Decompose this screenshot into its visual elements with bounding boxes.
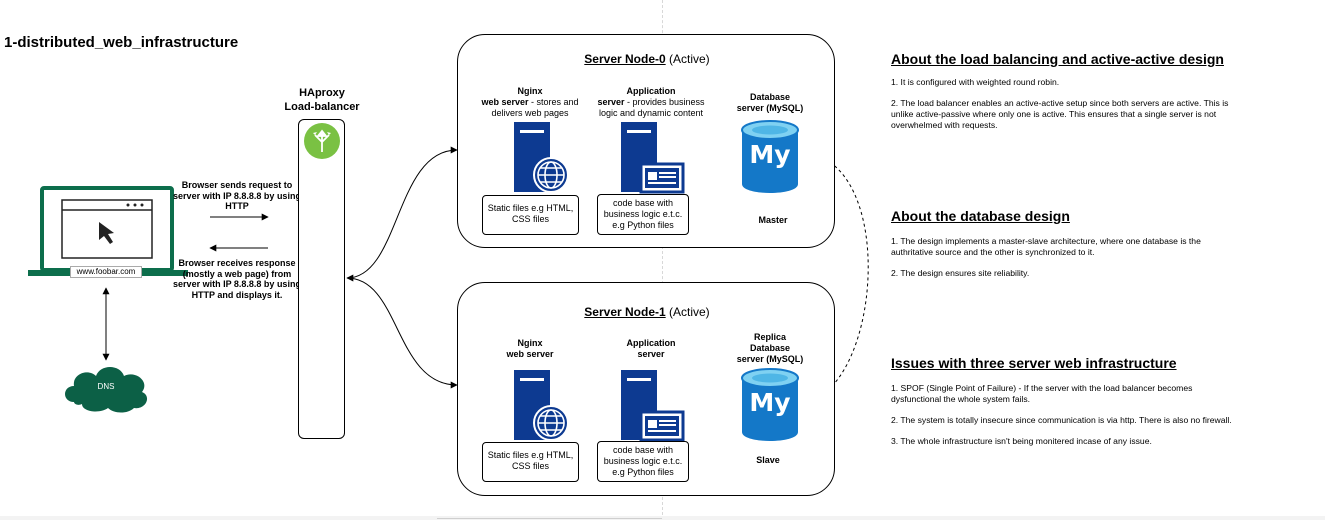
node-0-static-note: Static files e.g HTML, CSS files [482,195,579,235]
lb-to-node1 [346,277,458,389]
response-message: Browser receives response (mostly a web … [173,258,301,300]
node-1-db-engine: server (MySQL) [736,354,804,364]
node-0-mysql-db-icon [741,120,799,193]
laptop-icon [28,186,188,276]
node-1-web-label: Nginx web server [474,338,586,360]
section-item: 1. SPOF (Single Point of Failure) - If t… [891,383,1193,404]
node-1-mysql-db-icon [741,368,799,441]
node-1-name: Server Node-1 [584,305,666,319]
canvas-bottom-strip [0,516,1325,520]
section-heading: About the load balancing and active-acti… [891,51,1224,67]
node-0-title: Server Node-0 (Active) [458,52,836,66]
page-title: 1-distributed_web_infrastructure [4,34,239,51]
load-balancer-label: HAproxy Load-balancer [272,86,372,114]
canvas-bottom-line [437,518,662,519]
section-item: 2. The load balancer enables an active-a… [891,98,1229,130]
node-1-db-prefix: Replica [753,332,786,342]
section-load-balancing: About the load balancing and active-acti… [891,51,1241,131]
node-0-web-name: Nginx [517,86,543,96]
node-0-db-label: Database server (MySQL) [727,92,813,114]
node-1-db-label: Replica Database server (MySQL) [727,332,813,365]
section-heading: Issues with three server web infrastruct… [891,355,1177,371]
dns-label: DNS [97,382,115,391]
section-issues: Issues with three server web infrastruct… [891,355,1241,447]
page-divider [662,0,663,520]
section-database-design: About the database design 1. The design … [891,208,1241,279]
node-0-web-label: Nginx web server - stores and delivers w… [474,86,586,119]
node-1-web-role: web server [506,349,554,359]
node-1-web-server-icon [514,370,569,441]
section-heading: About the database design [891,208,1070,224]
node-0-web-desc: - stores and delivers web pages [491,97,579,118]
node-1-app-name: Application [626,338,676,348]
section-item: 2. The design ensures site reliability. [891,268,1030,278]
node-1-title: Server Node-1 (Active) [458,305,836,319]
node-0-db-role: Master [758,215,788,225]
load-balancer-box [298,119,345,439]
load-balancer-name: HAproxy [299,87,345,99]
node-1-app-server-icon [621,370,685,442]
dns-cloud-icon [65,367,148,413]
url-label: www.foobar.com [70,266,142,278]
node-0-code-note: code base with business logic e.t.c. e.g… [597,194,689,235]
node-1-code-note: code base with business logic e.t.c. e.g… [597,441,689,482]
load-balancer-icon [304,123,340,159]
node-0-name: Server Node-0 [584,52,666,66]
node-0-web-server-icon [514,122,569,193]
node-0-status: (Active) [665,52,710,66]
node-0-app-role: server [597,97,625,107]
node-0-app-name: Application [626,86,676,96]
node-1-db-role: Slave [756,455,780,465]
section-item: 2. The system is totally insecure since … [891,415,1232,425]
node-1-web-name: Nginx [517,338,543,348]
lb-to-node0 [346,146,458,282]
node-0-app-desc: - provides business logic and dynamic co… [598,97,705,118]
node-0-app-server-icon [621,122,685,194]
load-balancer-role: Load-balancer [284,101,360,113]
node-0-db-engine: server (MySQL) [736,103,804,113]
node-0-db-name: Database [749,92,791,102]
node-1-db-logo-text: My [749,388,791,417]
node-1-db-name: Database [749,343,791,353]
section-item: 3. The whole infrastructure isn't being … [891,436,1152,446]
node-0-db-logo-text: My [749,140,791,169]
node-1-status: (Active) [665,305,710,319]
node-1-static-note: Static files e.g HTML, CSS files [482,442,579,482]
db-replication-link [801,149,869,405]
node-0-app-label: Application server - provides business l… [592,86,710,119]
node-0-web-role: web server [481,97,529,107]
node-1-app-role: server [637,349,665,359]
section-item: 1. It is configured with weighted round … [891,77,1060,87]
request-message: Browser sends request to server with IP … [173,180,301,211]
node-1-app-label: Application server [592,338,710,360]
section-item: 1. The design implements a master-slave … [891,236,1201,257]
